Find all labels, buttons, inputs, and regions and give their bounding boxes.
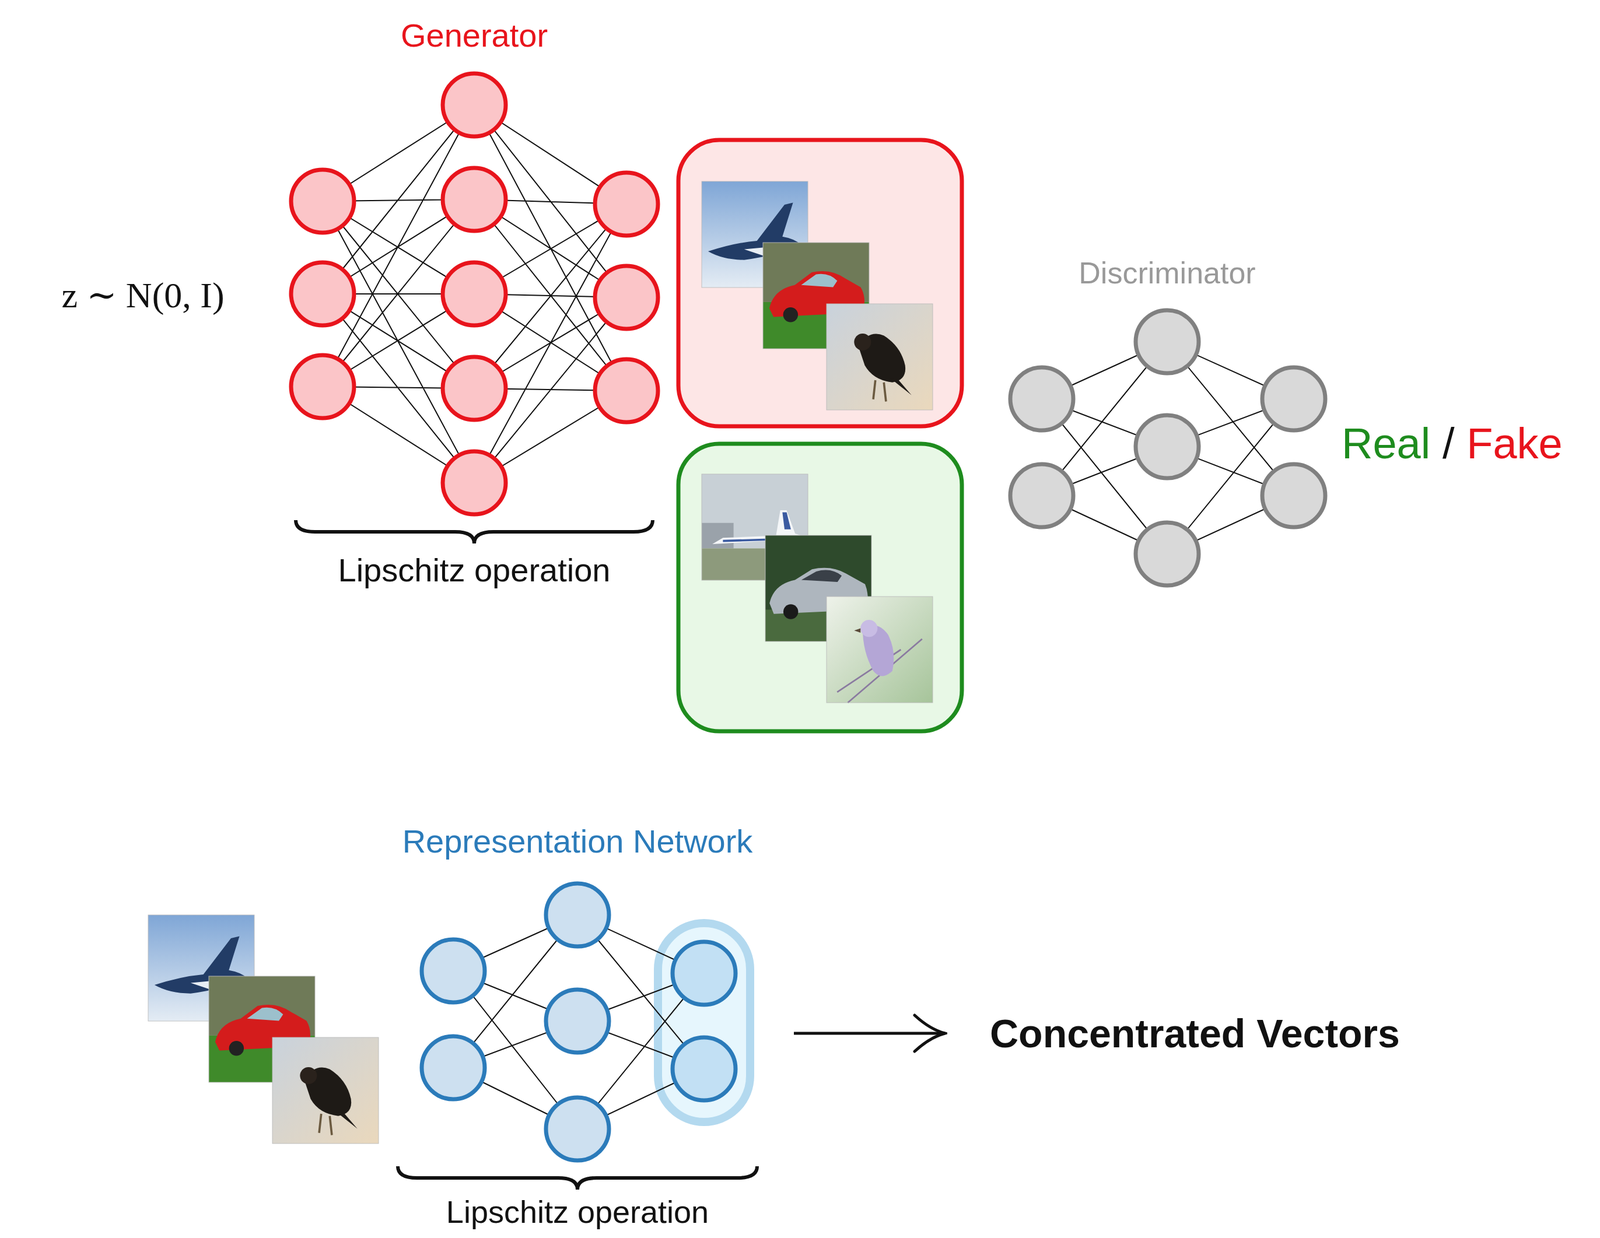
neuron	[1135, 415, 1199, 479]
neuron	[291, 262, 355, 326]
curly-brace	[295, 520, 653, 544]
neuron	[291, 355, 355, 419]
neuron	[1262, 464, 1326, 528]
output-label: Concentrated Vectors	[944, 1003, 1406, 1064]
neuron	[545, 989, 609, 1053]
neuron	[594, 172, 658, 236]
curly-brace	[397, 1166, 758, 1190]
generator-network: GeneratorLipschitz operation	[270, 11, 679, 595]
real-image	[826, 596, 933, 703]
label-row: Real/Fake	[1341, 418, 1563, 469]
neuron	[672, 942, 736, 1006]
input-image	[272, 1037, 379, 1144]
neuron	[545, 883, 609, 947]
neuron	[442, 451, 506, 515]
generated-image	[826, 303, 933, 411]
network-title: Generator	[400, 16, 548, 55]
layer-highlight	[657, 923, 751, 1123]
neuron	[1135, 522, 1199, 586]
neuron	[442, 262, 506, 326]
brace-caption: Lipschitz operation	[446, 1194, 709, 1231]
neuron	[545, 1097, 609, 1161]
discriminator-network: Discriminator	[1003, 244, 1336, 590]
separator: /	[1442, 418, 1455, 469]
neuron	[442, 356, 506, 420]
real-label: Real	[1341, 418, 1431, 469]
brace-caption: Lipschitz operation	[338, 551, 611, 590]
real-images-box	[678, 443, 962, 732]
fake-images-box	[678, 139, 962, 427]
neuron	[1135, 310, 1199, 374]
neuron	[1262, 367, 1326, 431]
latent-distribution: z ∼ N(0, I)	[61, 274, 224, 317]
neuron	[442, 73, 506, 137]
neuron	[594, 359, 658, 423]
arrow-connector	[793, 1032, 945, 1036]
network-connections	[322, 104, 627, 483]
neuron	[672, 1037, 736, 1101]
network-title: Discriminator	[1078, 256, 1256, 292]
output-text: Concentrated Vectors	[989, 1010, 1400, 1057]
fake-label: Fake	[1466, 418, 1563, 469]
neuron	[291, 169, 355, 233]
representation-network: Representation NetworkLipschitz operatio…	[361, 816, 794, 1237]
network-title: Representation Network	[402, 823, 754, 861]
neuron	[442, 167, 506, 231]
neuron	[421, 1036, 485, 1100]
neuron	[421, 939, 485, 1003]
neuron	[594, 265, 658, 329]
neuron	[1010, 464, 1074, 528]
neuron	[1010, 367, 1074, 431]
